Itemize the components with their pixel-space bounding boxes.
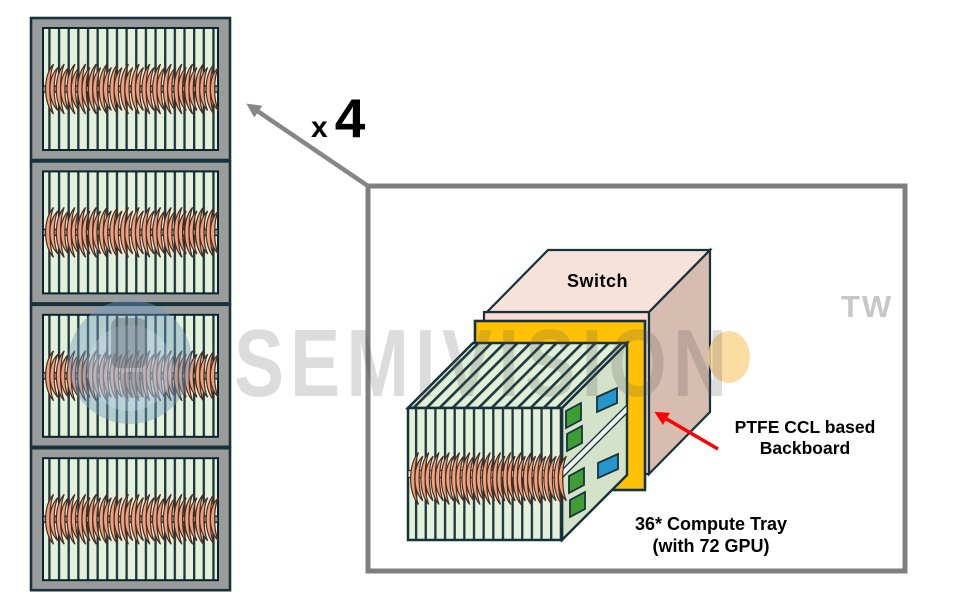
backboard-label-line1: PTFE CCL based	[734, 417, 876, 437]
rack-stack	[29, 16, 232, 592]
tray-label-line1: 36* Compute Tray	[634, 514, 788, 534]
switch-top-face	[484, 248, 713, 314]
rack-unit	[29, 160, 232, 305]
gpu-chip-green	[566, 424, 583, 453]
tray-coil-row	[410, 452, 567, 505]
multiplier-prefix: x	[311, 111, 328, 144]
compute-tray-assembly	[404, 340, 631, 543]
gpu-chip-green	[569, 490, 586, 519]
gpu-chip-green	[568, 466, 585, 495]
gpu-chip-blue	[597, 452, 619, 480]
backboard-label: PTFE CCL based Backboard	[700, 417, 910, 459]
backboard-pointer-arrow	[654, 411, 719, 451]
multiplier-label: x 4	[311, 86, 365, 150]
rack-unit	[29, 16, 232, 162]
rack-unit	[29, 446, 232, 592]
tray-label-line2: (with 72 GPU)	[652, 536, 770, 556]
switch-label: Switch	[566, 271, 628, 291]
multiplier-arrow	[246, 103, 370, 188]
tray-label: 36* Compute Tray (with 72 GPU)	[606, 513, 816, 557]
gpu-chip-blue	[596, 386, 618, 414]
multiplier-value: 4	[334, 87, 366, 149]
rack-unit	[29, 303, 232, 449]
backboard-label-line2: Backboard	[759, 438, 851, 458]
watermark-sun-dot	[708, 331, 750, 383]
watermark-globe-logo	[68, 300, 192, 424]
gpu-chip-green	[565, 401, 582, 430]
